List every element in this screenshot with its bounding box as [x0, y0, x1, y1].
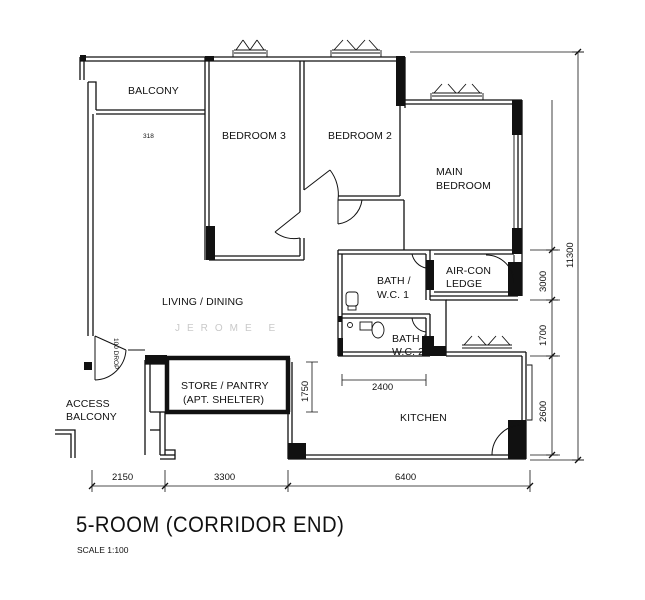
- walls: [55, 56, 527, 460]
- fixtures: [345, 291, 385, 339]
- columns: [80, 55, 526, 459]
- label-store-line1: STORE / PANTRY: [181, 380, 269, 392]
- label-main-bedroom-line2: BEDROOM: [436, 180, 491, 192]
- label-bath2-line2: W.C. 2: [392, 346, 424, 358]
- plan-title: 5-ROOM (CORRIDOR END): [76, 512, 345, 537]
- label-access-line2: BALCONY: [66, 411, 117, 423]
- dim-right-total: 11300: [565, 242, 576, 268]
- windows: [232, 39, 533, 421]
- label-aircon-line2: LEDGE: [446, 278, 482, 290]
- label-main-bedroom-line1: MAIN: [436, 166, 463, 178]
- dimension-ticks: [88, 48, 582, 490]
- label-drop-left: 100 DROP: [112, 338, 119, 369]
- label-aircon-line1: AIR-CON: [446, 265, 491, 277]
- dim-store-depth: 1750: [300, 381, 311, 402]
- label-bath1-line2: W.C. 1: [377, 289, 409, 301]
- dim-right-3: 2600: [538, 401, 549, 422]
- label-bedroom-2: BEDROOM 2: [328, 130, 392, 142]
- dim-bottom-3: 6400: [395, 472, 416, 483]
- watermark: JEROME E: [175, 323, 282, 334]
- label-drop-top: 318: [143, 133, 154, 140]
- label-access-line1: ACCESS: [66, 398, 110, 410]
- dim-bottom-2: 3300: [214, 472, 235, 483]
- label-bedroom-3: BEDROOM 3: [222, 130, 286, 142]
- label-balcony: BALCONY: [128, 85, 179, 97]
- dim-kitchen-width: 2400: [372, 382, 393, 393]
- label-store-line2: (APT. SHELTER): [183, 394, 264, 406]
- doors: [94, 169, 523, 456]
- dim-right-1: 3000: [538, 271, 549, 292]
- dimension-lines: [91, 51, 584, 492]
- label-bath2-line1: BATH /: [392, 333, 426, 345]
- label-kitchen: KITCHEN: [400, 412, 447, 424]
- dim-bottom-1: 2150: [112, 472, 133, 483]
- dim-right-2: 1700: [538, 325, 549, 346]
- label-living-dining: LIVING / DINING: [162, 296, 243, 308]
- plan-scale: SCALE 1:100: [77, 545, 129, 555]
- label-bath1-line1: BATH /: [377, 275, 411, 287]
